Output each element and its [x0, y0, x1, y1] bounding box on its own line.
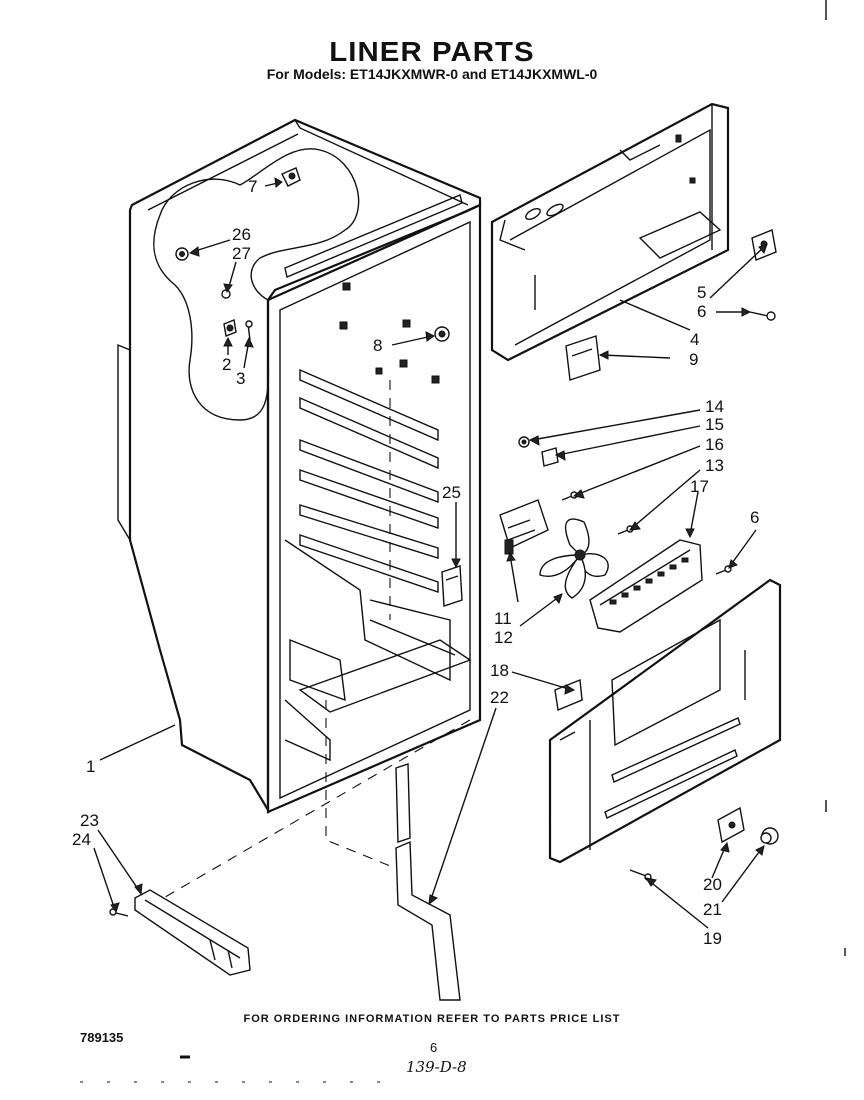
shroud-slots [609, 557, 689, 605]
callout-21: 21 [703, 900, 722, 919]
callout-5: 5 [697, 283, 706, 302]
callout-25: 25 [442, 483, 461, 502]
part-21-knob [760, 827, 779, 845]
callout-2: 2 [222, 355, 231, 374]
callout-6-upper: 6 [697, 302, 706, 321]
part-22-duct [395, 763, 461, 1001]
document-number: 789135 [80, 1030, 124, 1045]
part-25-label [441, 565, 463, 607]
callout-4: 4 [690, 330, 699, 349]
part-7-clip [281, 167, 301, 187]
callout-17: 17 [690, 477, 709, 496]
handwritten-code: 139-D-8 [406, 1058, 467, 1076]
callout-19: 19 [703, 929, 722, 948]
callout-7: 7 [248, 177, 257, 196]
callout-12: 12 [494, 628, 513, 647]
callout-23: 23 [80, 811, 99, 830]
page-title: LINER PARTS [329, 36, 535, 67]
callout-8: 8 [373, 336, 382, 355]
liner-cabinet [117, 118, 482, 901]
callout-16: 16 [705, 435, 724, 454]
callout-11: 11 [494, 609, 512, 628]
shelf-rails [299, 368, 439, 593]
callout-24: 24 [72, 830, 91, 849]
part-27-plug [221, 289, 231, 299]
page-number: 6 [430, 1040, 438, 1055]
callout-9: 9 [689, 350, 698, 369]
part-9-label [565, 335, 601, 381]
callout-18: 18 [490, 661, 509, 680]
part-6-screw-top [749, 311, 776, 321]
ordering-info-note: FOR ORDERING INFORMATION REFER TO PARTS … [243, 1013, 621, 1025]
callout-20: 20 [703, 875, 722, 894]
part-18-rear-panel [548, 578, 782, 864]
fan-motor-assembly [499, 436, 732, 633]
leader-lines [93, 177, 768, 929]
part-4-upper-panel [490, 102, 730, 362]
callout-13: 13 [705, 456, 724, 475]
callout-6-lower: 6 [750, 508, 759, 527]
callout-labels: 7 26 27 2 3 8 25 1 5 6 4 9 14 15 16 13 1… [72, 177, 759, 948]
callout-27: 27 [232, 244, 251, 263]
model-subtitle: For Models: ET14JKXMWR-0 and ET14JKXMWL-… [266, 66, 598, 82]
callout-15: 15 [705, 415, 724, 434]
callout-3: 3 [236, 369, 245, 388]
callout-22: 22 [490, 688, 509, 707]
callout-14: 14 [705, 397, 724, 416]
part-8-nut [434, 326, 450, 342]
callout-26: 26 [232, 225, 251, 244]
part-2-3-fasteners [223, 319, 253, 341]
part-20-bracket [717, 806, 745, 844]
callout-1: 1 [86, 757, 95, 776]
part-23-bracket [109, 889, 251, 976]
